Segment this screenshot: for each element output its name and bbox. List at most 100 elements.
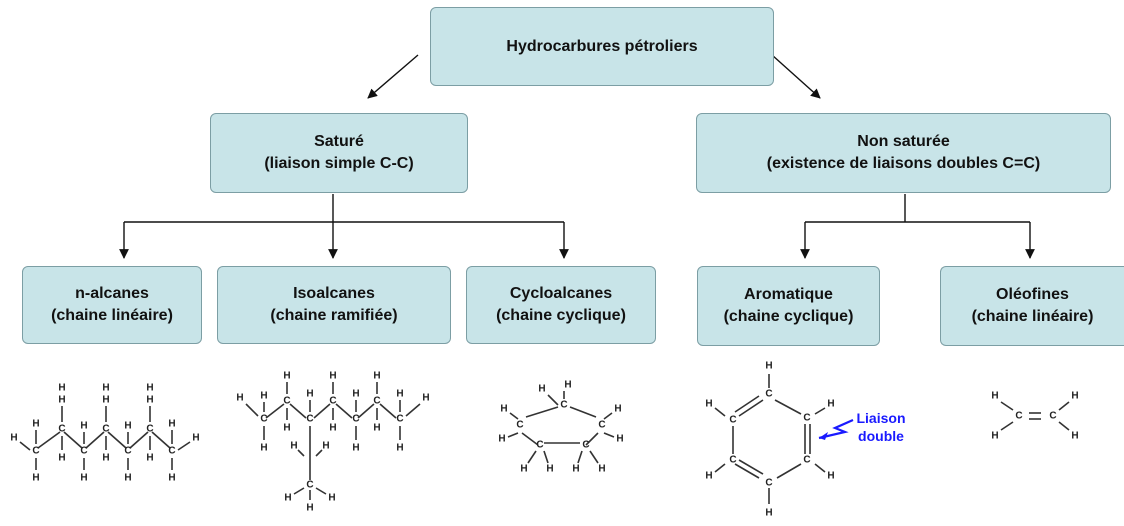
cycloalcane-structure: H H C H H C C H H C C H H H H bbox=[498, 380, 623, 475]
atom-label: C bbox=[168, 446, 175, 457]
n-alcanes-subtitle: (chaine linéaire) bbox=[51, 307, 173, 324]
atom-label: H bbox=[32, 419, 39, 430]
cycloalcanes-subtitle: (chaine cyclique) bbox=[496, 307, 626, 324]
atom-label: H bbox=[616, 434, 623, 445]
atom-label: H bbox=[396, 389, 403, 400]
atom-label: C bbox=[803, 455, 810, 466]
atom-label: H bbox=[58, 383, 65, 394]
n-alcanes-box: n-alcanes (chaine linéaire) bbox=[22, 266, 202, 344]
atom-label: C bbox=[306, 480, 313, 491]
sature-subtitle: (liaison simple C-C) bbox=[264, 155, 414, 172]
atom-label: H bbox=[102, 383, 109, 394]
atom-label: C bbox=[396, 414, 403, 425]
atom-label: H bbox=[192, 433, 199, 444]
atom-label: H bbox=[991, 431, 998, 442]
annotation-liaison: Liaison bbox=[856, 410, 905, 426]
double-bond-pointer bbox=[818, 418, 854, 440]
atom-label: H bbox=[572, 464, 579, 475]
atom-label: C bbox=[803, 413, 810, 424]
oleofine-atoms: H H C C H H bbox=[991, 391, 1078, 442]
sature-box: Saturé (liaison simple C-C) bbox=[210, 113, 468, 193]
arrow-root-to-non-sature bbox=[771, 54, 821, 99]
atom-label: C bbox=[32, 446, 39, 457]
atom-label: H bbox=[614, 404, 621, 415]
atom-label: H bbox=[32, 473, 39, 484]
isoalcane-bonds bbox=[245, 382, 421, 500]
atom-label: C bbox=[80, 446, 87, 457]
isoalcane-structure: H H H H H H H H H C C C C C C C H H H H … bbox=[236, 371, 429, 514]
atom-label: H bbox=[827, 471, 834, 482]
non-sature-title: Non saturée bbox=[857, 133, 950, 151]
atom-label: C bbox=[146, 424, 153, 435]
atom-label: C bbox=[729, 455, 736, 466]
n-alcane-bonds bbox=[19, 406, 191, 470]
n-alcane-atoms: H H H H H H H H H H C C C H H C C C C H … bbox=[10, 383, 199, 484]
atom-label: H bbox=[352, 443, 359, 454]
aromatique-structure: H C H H C C C C H H C H Liaison double bbox=[705, 361, 905, 519]
atom-label: C bbox=[58, 424, 65, 435]
atom-label: H bbox=[328, 493, 335, 504]
atom-label: H bbox=[520, 464, 527, 475]
cycloalcanes-box: Cycloalcanes (chaine cyclique) bbox=[466, 266, 656, 344]
atom-label: H bbox=[373, 423, 380, 434]
isoalcanes-title: Isoalcanes bbox=[293, 285, 375, 303]
atom-label: H bbox=[765, 508, 772, 519]
atom-label: H bbox=[236, 393, 243, 404]
atom-label: H bbox=[500, 404, 507, 415]
atom-label: H bbox=[10, 433, 17, 444]
atom-label: H bbox=[58, 395, 65, 406]
atom-label: H bbox=[538, 384, 545, 395]
atom-label: H bbox=[58, 453, 65, 464]
atom-label: C bbox=[352, 414, 359, 425]
atom-label: H bbox=[498, 434, 505, 445]
atom-label: C bbox=[283, 396, 290, 407]
atom-label: H bbox=[146, 453, 153, 464]
isoalcanes-subtitle: (chaine ramifiée) bbox=[270, 307, 398, 324]
atom-label: H bbox=[284, 493, 291, 504]
atom-label: C bbox=[536, 440, 543, 451]
arrow-root-to-sature bbox=[367, 54, 419, 99]
atom-label: C bbox=[729, 415, 736, 426]
aromatique-atoms: H C H H C C C C H H C H bbox=[705, 361, 834, 519]
atom-label: H bbox=[306, 389, 313, 400]
atom-label: H bbox=[352, 389, 359, 400]
atom-label: C bbox=[582, 440, 589, 451]
atom-label: H bbox=[546, 464, 553, 475]
atom-label: C bbox=[598, 420, 605, 431]
atom-label: C bbox=[373, 396, 380, 407]
cycloalcane-atoms: H H C H H C C H H C C H H H H bbox=[498, 380, 623, 475]
atom-label: H bbox=[1071, 431, 1078, 442]
root-label: Hydrocarbures pétroliers bbox=[506, 37, 698, 55]
atom-label: H bbox=[564, 380, 571, 391]
cycloalcanes-title: Cycloalcanes bbox=[509, 285, 613, 303]
oleofine-bonds bbox=[1000, 401, 1070, 431]
atom-label: H bbox=[598, 464, 605, 475]
atom-label: H bbox=[765, 361, 772, 372]
atom-label: H bbox=[306, 503, 313, 514]
aromatique-box: Aromatique (chaine cyclique) bbox=[697, 266, 880, 346]
atom-label: H bbox=[168, 419, 175, 430]
atom-label: H bbox=[283, 423, 290, 434]
atom-label: H bbox=[146, 395, 153, 406]
atom-label: H bbox=[705, 471, 712, 482]
non-sature-box: Non saturée (existence de liaisons doubl… bbox=[696, 113, 1111, 193]
aromatique-bonds bbox=[714, 374, 826, 504]
isoalcane-atoms: H H H H H H H H H C C C C C C C H H H H … bbox=[236, 371, 429, 514]
atom-label: H bbox=[283, 371, 290, 382]
atom-label: C bbox=[516, 420, 523, 431]
atom-label: H bbox=[1071, 391, 1078, 402]
atom-label: H bbox=[124, 421, 131, 432]
atom-label: H bbox=[102, 395, 109, 406]
atom-label: H bbox=[329, 423, 336, 434]
atom-label: H bbox=[80, 421, 87, 432]
atom-label: H bbox=[102, 453, 109, 464]
atom-label: H bbox=[80, 473, 87, 484]
atom-label: C bbox=[1049, 411, 1056, 422]
atom-label: H bbox=[373, 371, 380, 382]
atom-label: C bbox=[560, 400, 567, 411]
isoalcanes-box: Isoalcanes (chaine ramifiée) bbox=[217, 266, 451, 344]
sature-title: Saturé bbox=[314, 133, 364, 151]
atom-label: H bbox=[290, 441, 297, 452]
atom-label: C bbox=[124, 446, 131, 457]
aromatique-subtitle: (chaine cyclique) bbox=[723, 308, 854, 325]
